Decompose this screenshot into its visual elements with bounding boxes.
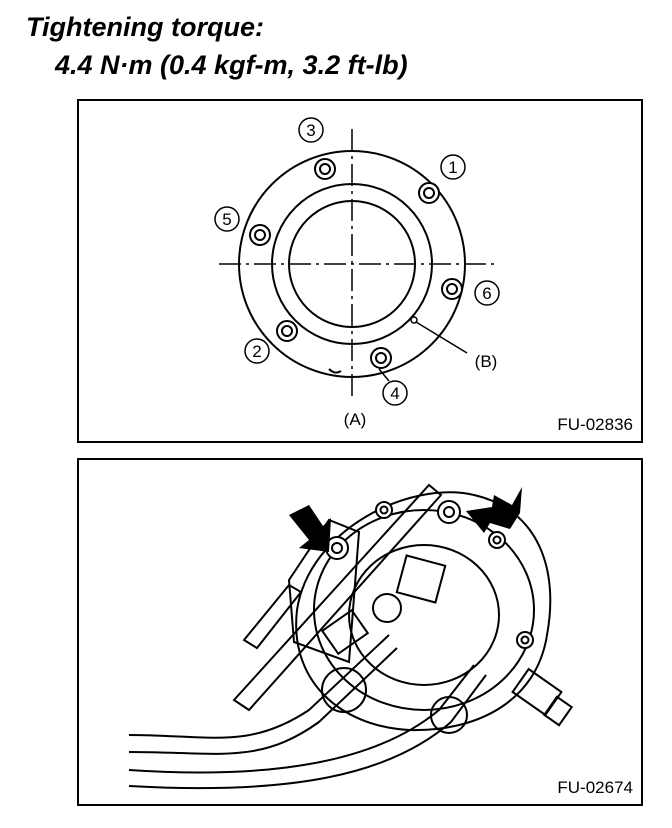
connector-box <box>395 554 447 604</box>
fuel-pipe-2 <box>128 664 475 774</box>
pump-assembly-figure: FU-02674 <box>77 458 643 806</box>
figure-code-bottom: FU-02674 <box>557 778 633 797</box>
label-3: 3 <box>306 121 315 140</box>
flange-diagram: 3 1 5 6 2 4 (A) (B) <box>214 117 500 429</box>
float-ball <box>372 593 402 623</box>
label-b: (B) <box>475 352 498 371</box>
bolt-1 <box>418 182 440 204</box>
arrow-left <box>289 505 331 552</box>
bolt-4 <box>370 347 392 369</box>
arrow-right <box>466 487 522 533</box>
bolt-6 <box>441 278 463 300</box>
torque-heading: Tightening torque: <box>26 12 264 42</box>
pump-flange <box>295 491 552 732</box>
leader-b <box>415 321 468 354</box>
bolt-5 <box>249 224 271 246</box>
fuel-pipe-1 <box>128 634 390 739</box>
torque-value: 4.4 N·m (0.4 kgf-m, 3.2 ft-lb) <box>55 50 408 80</box>
pump-rod <box>232 483 443 712</box>
hose-fitting-left <box>320 608 370 656</box>
label-5: 5 <box>222 210 231 229</box>
bolt-2 <box>276 320 298 342</box>
label-2: 2 <box>252 342 261 361</box>
mark-b-dot <box>410 316 418 324</box>
label-1: 1 <box>448 158 457 177</box>
label-6: 6 <box>482 284 491 303</box>
figure-code-top: FU-02836 <box>557 415 633 434</box>
bolt-3 <box>314 158 336 180</box>
notch-mark <box>328 368 342 374</box>
bolt-arrowed-left <box>325 536 349 560</box>
bolt-arrowed-right <box>437 500 461 524</box>
pump-diagram <box>128 483 574 790</box>
leader-4 <box>378 368 390 382</box>
label-a: (A) <box>344 410 367 429</box>
pump-ring <box>313 509 535 711</box>
label-4: 4 <box>390 384 399 403</box>
bolt-sequence-figure: 3 1 5 6 2 4 (A) (B) FU-02836 <box>77 99 643 443</box>
